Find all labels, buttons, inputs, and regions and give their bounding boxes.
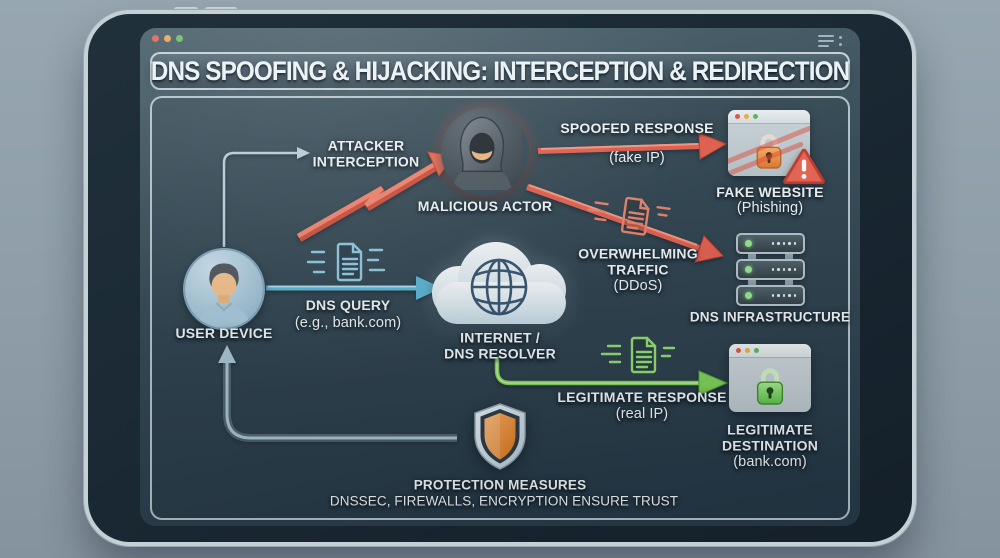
spoofed-response-sublabel: (fake IP) (609, 150, 665, 166)
dns-query-arrow (266, 276, 442, 300)
diagram-arrows-layer (218, 132, 729, 442)
dns-query-document-icon (306, 242, 386, 282)
legitimate-destination-sublabel: (bank.com) (733, 454, 807, 470)
page-title: DNS SPOOFING & HIJACKING: INTERCEPTION &… (150, 55, 850, 86)
legitimate-response-label: LEGITIMATE RESPONSE (557, 389, 727, 405)
dns-infrastructure-label: DNS INFRASTRUCTURE (689, 309, 851, 325)
dns-query-label: DNS QUERY (305, 297, 391, 313)
hamburger-menu-icon[interactable] (818, 34, 846, 48)
hooded-hacker-icon (441, 108, 529, 196)
warning-triangle-icon (783, 148, 825, 185)
attacker-interception-arrow (222, 147, 310, 247)
maximize-window-icon[interactable] (176, 35, 183, 42)
tablet-volume-button[interactable] (173, 7, 199, 16)
internet-resolver-label: INTERNET / DNS RESOLVER (444, 329, 556, 361)
tablet-frame: DNS SPOOFING & HIJACKING: INTERCEPTION &… (88, 14, 912, 542)
legitimate-response-document-icon (600, 336, 676, 374)
overwhelming-traffic-arrow (525, 184, 724, 263)
browser-green-lock-icon (729, 344, 811, 412)
overwhelming-traffic-label: OVERWHELMING TRAFFIC (578, 245, 698, 277)
legitimate-response-sublabel: (real IP) (615, 406, 669, 422)
fake-website-label: FAKE WEBSITE (716, 184, 824, 200)
globe-icon (470, 258, 528, 316)
user-device-label: USER DEVICE (175, 325, 273, 341)
spoofed-response-arrow (537, 132, 728, 160)
fake-website-sublabel: (Phishing) (736, 200, 804, 216)
protection-measures-label: PROTECTION MEASURES (413, 477, 587, 493)
user-avatar-icon (183, 248, 265, 330)
minimize-window-icon[interactable] (164, 35, 171, 42)
title-panel: DNS SPOOFING & HIJACKING: INTERCEPTION &… (150, 52, 850, 90)
ddos-traffic-document-icon (587, 196, 671, 236)
overwhelming-traffic-sublabel: (DDoS) (613, 278, 663, 294)
cloud-globe-icon (432, 242, 568, 326)
spoofed-response-label: SPOOFED RESPONSE (560, 120, 714, 136)
server-stack-icon (736, 233, 805, 306)
attacker-interception-label: ATTACKER INTERCEPTION (312, 137, 420, 169)
dns-query-sublabel: (e.g., bank.com) (294, 315, 402, 331)
green-padlock-icon (756, 368, 784, 405)
close-window-icon[interactable] (152, 35, 159, 42)
malicious-actor-label: MALICIOUS ACTOR (417, 198, 553, 214)
legitimate-destination-label: LEGITIMATE DESTINATION (721, 421, 819, 453)
window-controls (152, 35, 183, 42)
shield-icon (474, 403, 526, 470)
tablet-power-button[interactable] (204, 7, 238, 16)
protection-measures-sublabel: DNSSEC, FIREWALLS, ENCRYPTION ENSURE TRU… (329, 493, 679, 509)
protection-feedback-arrow (218, 345, 457, 442)
legitimate-response-arrow (494, 357, 729, 396)
tablet-screen: DNS SPOOFING & HIJACKING: INTERCEPTION &… (140, 28, 860, 526)
